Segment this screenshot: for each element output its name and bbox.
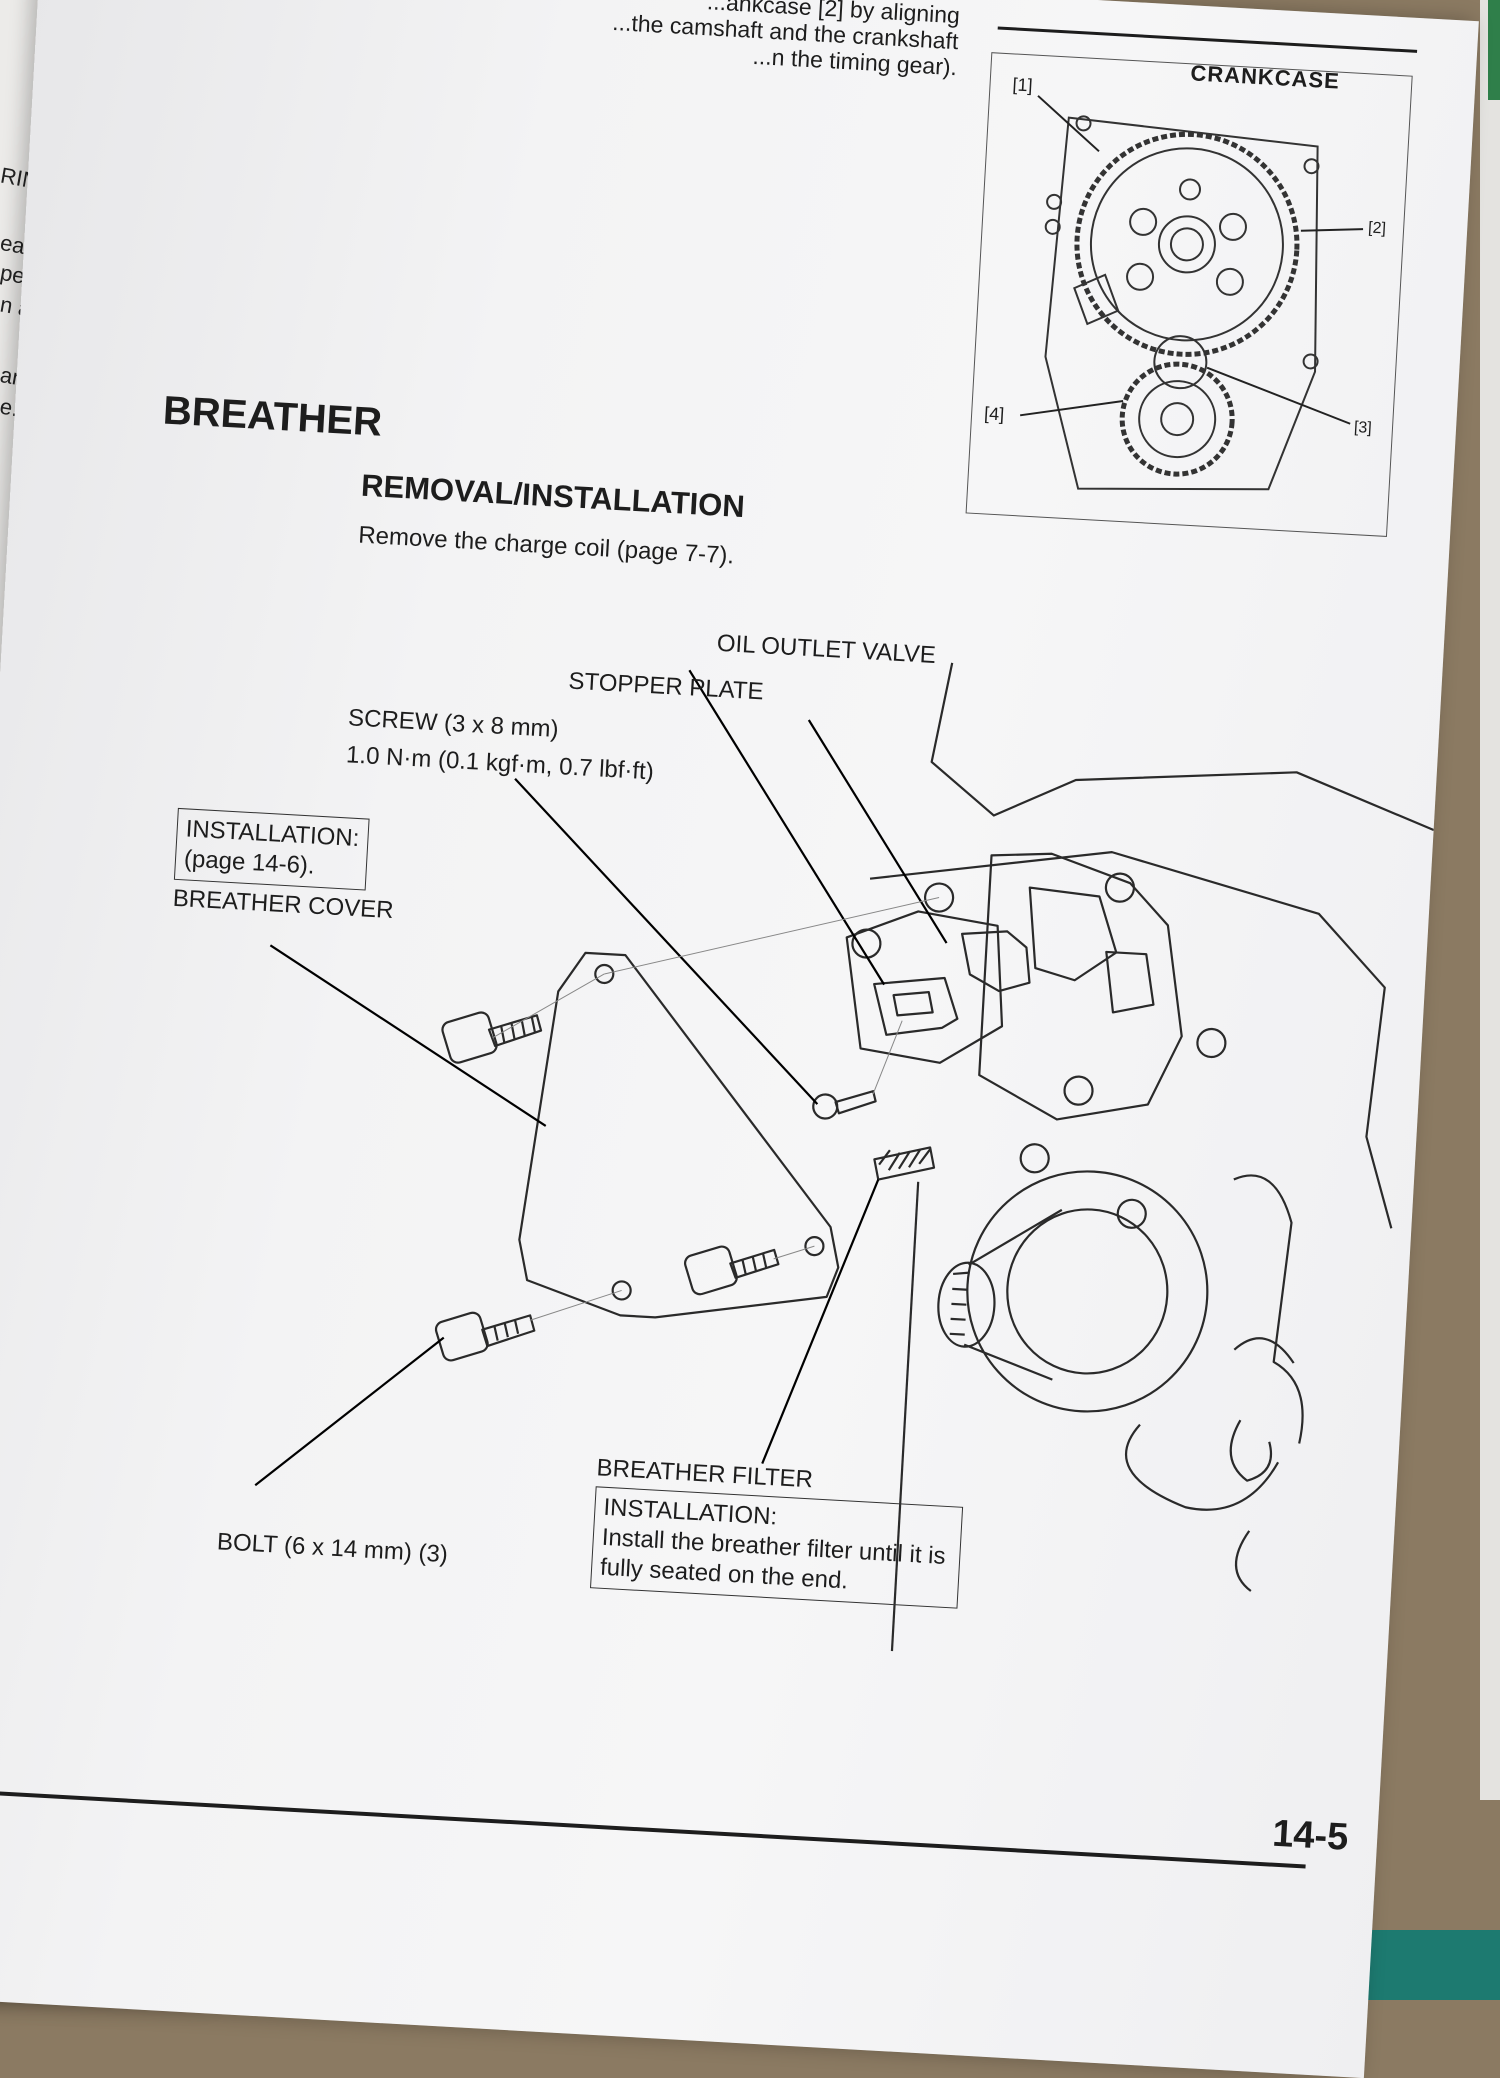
- cover-installation-note: INSTALLATION: (page 14-6).: [173, 807, 370, 891]
- gear-callout-3: [3]: [1353, 418, 1373, 437]
- top-note: ...ankcase [2] by aligning ...the camsha…: [610, 0, 961, 80]
- page-number: 14-5: [1271, 1812, 1350, 1859]
- next-page-edge: [1480, 0, 1500, 1800]
- timing-gear-figure: [1] [2] [3] [4]: [965, 52, 1413, 537]
- gear-callout-4: [4]: [983, 403, 1005, 425]
- section-subtitle: REMOVAL/INSTALLATION: [360, 467, 746, 525]
- intro-instruction: Remove the charge coil (page 7-7).: [357, 521, 735, 570]
- section-title: BREATHER: [161, 388, 384, 445]
- timing-gear-illustration: [1019, 95, 1364, 491]
- gear-callout-1: [1]: [1012, 74, 1034, 96]
- header-rule: [997, 26, 1418, 53]
- breather-exploded-diagram: [254, 662, 1435, 1652]
- gear-callout-2: [2]: [1367, 219, 1387, 238]
- green-tab-edge: [1488, 0, 1500, 100]
- filter-installation-note: INSTALLATION: Install the breather filte…: [589, 1486, 964, 1609]
